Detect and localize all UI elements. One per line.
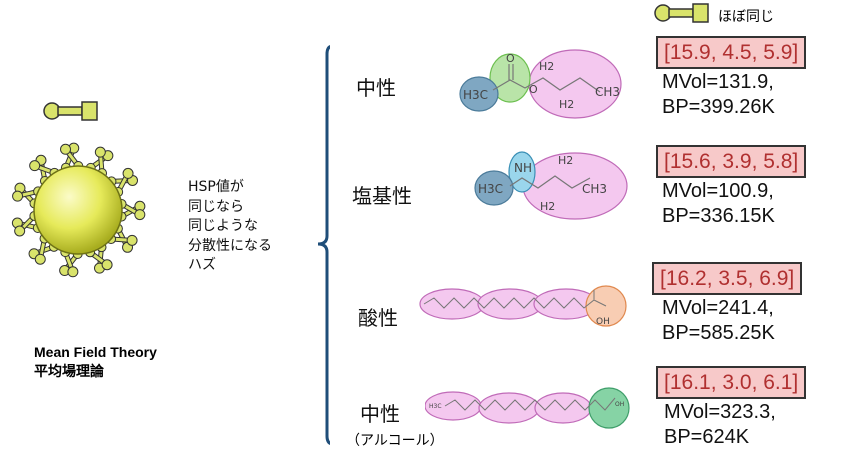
ligand xyxy=(34,233,50,265)
chem-label-h2: H2 xyxy=(539,60,554,73)
hsp-note: HSP値が 同じなら 同じような 分散性になる ハズ xyxy=(188,178,272,276)
mvol-value: MVol=131.9, xyxy=(662,71,774,93)
chem-label-h2: H2 xyxy=(540,200,555,213)
note-line: 同じような xyxy=(188,218,258,234)
nanoparticle-core xyxy=(33,165,123,255)
molecule-props: MVol=241.4, BP=585.25K xyxy=(662,296,775,346)
molecule-amine: H3C NH H2 H2 CH3 xyxy=(474,151,628,220)
chem-label-oh: OH xyxy=(615,401,624,408)
bp-value: BP=624K xyxy=(664,426,750,448)
hsp-value-box: [15.6, 3.9, 5.8] xyxy=(656,145,807,178)
chem-label-ch3: CH3 xyxy=(582,182,607,196)
category-sub-alcohol: （アルコール） xyxy=(346,433,444,449)
nanoparticle-illustration xyxy=(11,45,330,445)
category-basic: 塩基性 xyxy=(352,184,412,208)
bp-value: BP=585.25K xyxy=(662,322,775,344)
category-neutral: 中性 xyxy=(356,76,396,100)
mvol-value: MVol=100.9, xyxy=(662,180,774,202)
molecule-alcohol: H3C OH xyxy=(425,387,630,429)
chem-label-h2: H2 xyxy=(559,98,574,111)
hsp-value-box: [15.9, 4.5, 5.9] xyxy=(656,36,807,69)
model-title-ja: 平均場理論 xyxy=(34,363,104,379)
chem-label-oh: OH xyxy=(596,317,610,327)
model-title-en: Mean Field Theory xyxy=(34,344,157,360)
grouping-brace xyxy=(317,45,330,445)
bp-value: BP=399.26K xyxy=(662,96,775,118)
mvol-value: MVol=241.4, xyxy=(662,297,774,319)
chem-label-h3c: H3C xyxy=(463,88,488,102)
molecule-acid: OH xyxy=(419,285,627,327)
chem-label-h3c: H3C xyxy=(429,403,442,410)
mvol-value: MVol=323.3, xyxy=(664,401,776,423)
legend-ligand-icon xyxy=(654,3,709,23)
ligand xyxy=(94,146,108,179)
molecule-ester: H3C O O H2 H2 CH3 xyxy=(459,49,622,119)
note-line: 同じなら xyxy=(188,198,244,215)
category-acidic: 酸性 xyxy=(358,306,398,330)
note-line: HSP値が xyxy=(188,179,244,195)
molecule-props: MVol=131.9, BP=399.26K xyxy=(662,70,775,120)
molecule-props: MVol=323.3, BP=624K xyxy=(664,400,776,450)
legend-label: ほぼ同じ xyxy=(718,9,774,25)
chem-label-ch3: CH3 xyxy=(595,85,620,99)
molecule-props: MVol=100.9, BP=336.15K xyxy=(662,179,775,229)
category-neutral-alcohol: 中性 xyxy=(360,402,400,426)
ligand-icon xyxy=(43,101,98,121)
hsp-value-box: [16.2, 3.5, 6.9] xyxy=(652,262,803,295)
note-line: 分散性になる xyxy=(188,237,272,254)
chem-label-o: O xyxy=(529,83,538,96)
bp-value: BP=336.15K xyxy=(662,205,775,227)
note-line: ハズ xyxy=(188,257,216,273)
chem-label-nh: NH xyxy=(514,161,532,175)
chem-label-h2: H2 xyxy=(558,154,573,167)
hsp-value-box: [16.1, 3.0, 6.1] xyxy=(656,366,807,399)
chem-label-h3c: H3C xyxy=(478,182,503,196)
chem-label-o: O xyxy=(506,52,515,65)
